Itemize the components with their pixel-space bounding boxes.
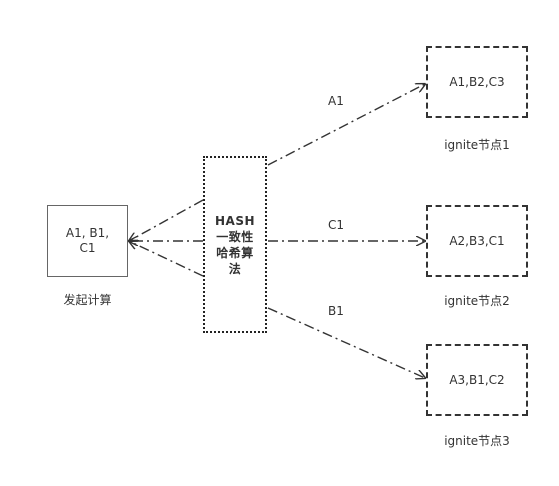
node-1-content: A1,B2,C3 (449, 74, 505, 89)
edge-hash-to-source-top (129, 199, 204, 241)
node-box-2: A2,B3,C1 (426, 205, 528, 277)
edge-hash-to-node3 (267, 307, 425, 378)
node-3-caption: ignite节点3 (444, 434, 510, 448)
hash-box-text: HASH 一致性 哈希算 法 (215, 213, 255, 277)
node-box-1: A1,B2,C3 (426, 46, 528, 118)
source-box-text: A1, B1, C1 (66, 226, 109, 256)
source-caption: 发起计算 (63, 293, 112, 307)
source-line-2: C1 (79, 241, 96, 255)
edge-hash-to-source-bottom (129, 241, 204, 277)
edge-label-a1: A1 (328, 94, 344, 108)
hash-line-4: 法 (228, 261, 242, 276)
edge-label-b1: B1 (328, 304, 344, 318)
hash-line-2: 一致性 (216, 229, 254, 244)
source-line-1: A1, B1, (65, 226, 110, 240)
node-2-content: A2,B3,C1 (449, 233, 505, 248)
hash-line-1: HASH (214, 213, 255, 228)
source-box: A1, B1, C1 (47, 205, 128, 277)
hash-line-3: 哈希算 (216, 245, 254, 260)
node-3-content: A3,B1,C2 (449, 372, 505, 387)
hash-box: HASH 一致性 哈希算 法 (203, 156, 267, 333)
node-2-caption: ignite节点2 (444, 294, 510, 308)
node-1-caption: ignite节点1 (444, 138, 510, 152)
node-box-3: A3,B1,C2 (426, 344, 528, 416)
edge-hash-to-node1 (267, 84, 425, 166)
edge-label-c1: C1 (328, 218, 345, 232)
